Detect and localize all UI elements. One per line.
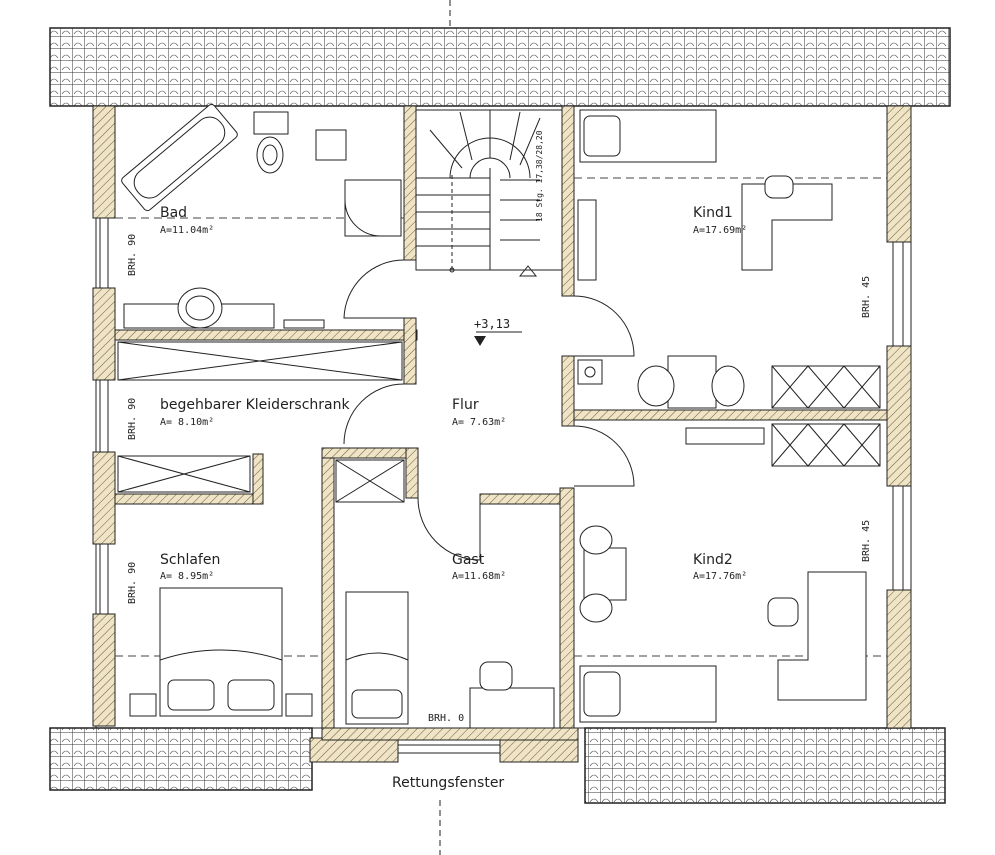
desks-chairs xyxy=(469,175,867,729)
escape-window-label: Rettungsfenster xyxy=(392,775,505,791)
room-area-bad: A=11.04m² xyxy=(160,225,215,236)
sill-height-left-bottom: BRH. 90 xyxy=(127,561,138,604)
roof-bottom-right xyxy=(584,727,946,804)
room-name-bad: Bad xyxy=(160,205,188,221)
room-area-gast: A=11.68m² xyxy=(452,571,507,582)
room-area-kleiderschrank: A= 8.10m² xyxy=(160,417,215,428)
wardrobes xyxy=(117,341,881,503)
room-name-schlafen: Schlafen xyxy=(160,552,221,568)
room-area-kind1: A=17.69m² xyxy=(693,225,748,236)
room-area-kind2: A=17.76m² xyxy=(693,571,748,582)
door-swings xyxy=(343,259,635,561)
sill-height-gast: BRH. 0 xyxy=(428,713,465,724)
room-name-kind1: Kind1 xyxy=(693,205,733,221)
toilet-tank xyxy=(253,111,289,135)
sill-height-left-mid: BRH. 90 xyxy=(127,397,138,440)
beds xyxy=(129,109,717,725)
room-area-flur: A= 7.63m² xyxy=(452,417,507,428)
interior-walls xyxy=(114,105,888,741)
windows xyxy=(99,218,904,754)
roof-bottom-left xyxy=(49,727,313,791)
bathroom-fixtures xyxy=(121,104,402,329)
sill-height-left-top: BRH. 90 xyxy=(127,233,138,276)
stair-label: 18 Stg. 17,38/28,20 xyxy=(535,130,544,222)
level-marker: +3,13 xyxy=(474,317,511,331)
room-name-kleiderschrank: begehbarer Kleiderschrank xyxy=(160,397,350,413)
staircase xyxy=(415,109,563,277)
sill-height-right-bottom: BRH. 45 xyxy=(861,519,872,562)
exterior-walls xyxy=(92,105,912,763)
room-name-gast: Gast xyxy=(452,552,485,568)
room-name-flur: Flur xyxy=(452,397,479,413)
room-area-schlafen: A= 8.95m² xyxy=(160,571,215,582)
roof-top xyxy=(49,27,951,107)
sill-height-right-top: BRH. 45 xyxy=(861,275,872,318)
level-triangle xyxy=(474,336,486,346)
shower xyxy=(344,179,402,237)
room-name-kind2: Kind2 xyxy=(693,552,733,568)
